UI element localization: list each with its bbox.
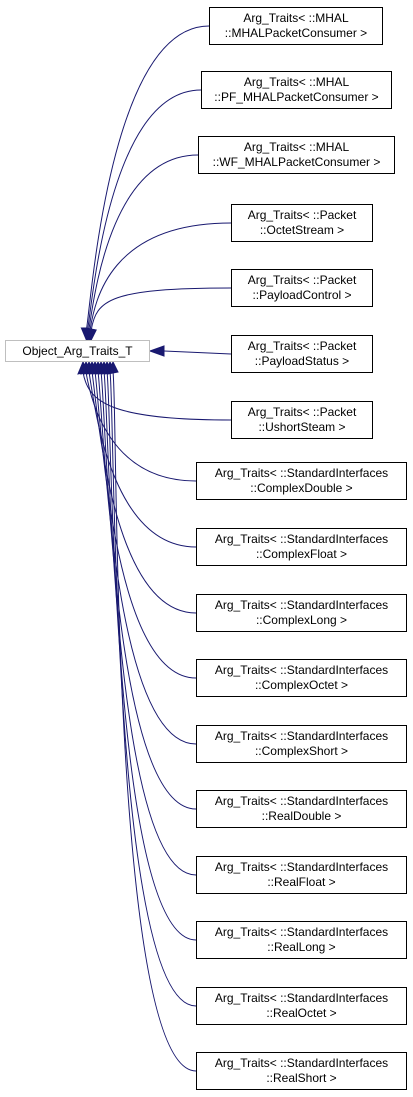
derived-class-label-line2: ::RealOctet > [266,1006,337,1020]
arrowhead [148,345,165,357]
derived-class-label-line2: ::RealDouble > [261,809,342,823]
derived-class-label-line2: ::OctetStream > [259,223,345,237]
inheritance-edges [77,25,232,1072]
derived-class-label-line2: ::MHALPacketConsumer > [224,26,368,40]
derived-class-label-line1: Arg_Traits< ::StandardInterfaces [214,860,389,874]
derived-class-label-line2: ::RealShort > [266,1071,337,1085]
derived-class-label-line2: ::PF_MHALPacketConsumer > [214,90,379,104]
derived-class-label-line2: ::ComplexLong > [255,613,348,627]
inheritance-edge [85,25,210,331]
derived-class-label-line1: Arg_Traits< ::StandardInterfaces [214,663,389,677]
inheritance-edge [90,287,232,331]
derived-class-node[interactable]: Arg_Traits< ::MHAL::MHALPacketConsumer > [209,7,383,45]
derived-class-label-line2: ::RealFloat > [267,875,336,889]
derived-class-label-line2: ::UshortSteam > [258,420,346,434]
derived-class-node[interactable]: Arg_Traits< ::StandardInterfaces::RealFl… [196,856,407,894]
derived-class-node[interactable]: Arg_Traits< ::StandardInterfaces::Comple… [196,594,407,632]
inheritance-edge [87,89,202,331]
arrowhead [107,360,119,375]
inheritance-edge [94,371,197,679]
derived-class-label-line1: Arg_Traits< ::MHAL [243,140,350,154]
derived-class-label-line1: Arg_Traits< ::StandardInterfaces [214,794,389,808]
derived-class-node[interactable]: Arg_Traits< ::Packet::PayloadControl > [231,269,373,307]
derived-class-label-line1: Arg_Traits< ::StandardInterfaces [214,729,389,743]
derived-class-node[interactable]: Arg_Traits< ::StandardInterfaces::Comple… [196,725,407,763]
derived-class-label-line2: ::ComplexFloat > [255,547,348,561]
inheritance-edge [89,222,232,331]
derived-class-label-line1: Arg_Traits< ::Packet [247,405,357,419]
derived-class-label-line2: ::PayloadStatus > [254,354,350,368]
inheritance-edge [88,371,197,548]
arrowhead [85,327,97,342]
derived-class-node[interactable]: Arg_Traits< ::StandardInterfaces::Comple… [196,528,407,566]
inheritance-edge [97,371,197,745]
derived-class-label-line2: ::WF_MHALPacketConsumer > [212,155,381,169]
derived-class-node[interactable]: Arg_Traits< ::StandardInterfaces::RealOc… [196,987,407,1025]
derived-class-label-line1: Arg_Traits< ::MHAL [243,75,350,89]
derived-class-label-line1: Arg_Traits< ::Packet [247,208,357,222]
derived-class-node[interactable]: Arg_Traits< ::Packet::UshortSteam > [231,401,373,439]
derived-class-node[interactable]: Arg_Traits< ::Packet::PayloadStatus > [231,335,373,373]
derived-class-label-line1: Arg_Traits< ::Packet [247,273,357,287]
derived-class-node[interactable]: Arg_Traits< ::MHAL::PF_MHALPacketConsume… [201,71,392,109]
inheritance-edge [163,350,232,355]
derived-class-label-line1: Arg_Traits< ::StandardInterfaces [214,598,389,612]
inheritance-edge [88,154,199,331]
inheritance-edge [112,371,197,1072]
derived-class-node[interactable]: Arg_Traits< ::MHAL::WF_MHALPacketConsume… [198,136,395,174]
derived-class-node[interactable]: Arg_Traits< ::StandardInterfaces::RealSh… [196,1052,407,1090]
derived-class-label-line1: Arg_Traits< ::Packet [247,339,357,353]
derived-class-node[interactable]: Arg_Traits< ::StandardInterfaces::RealLo… [196,921,407,959]
derived-class-label-line1: Arg_Traits< ::StandardInterfaces [214,1056,389,1070]
derived-class-label-line2: ::PayloadControl > [252,288,352,302]
root-class-node[interactable]: Object_Arg_Traits_T [5,340,150,362]
inheritance-edge [82,371,232,421]
derived-class-label-line2: ::ComplexDouble > [250,481,353,495]
derived-class-node[interactable]: Arg_Traits< ::StandardInterfaces::RealDo… [196,790,407,828]
derived-class-label-line1: Arg_Traits< ::StandardInterfaces [214,466,389,480]
derived-class-label-line1: Arg_Traits< ::StandardInterfaces [214,991,389,1005]
derived-class-node[interactable]: Arg_Traits< ::Packet::OctetStream > [231,204,373,242]
derived-class-label-line1: Arg_Traits< ::MHAL [243,11,349,25]
inheritance-edge [85,371,197,482]
derived-class-node[interactable]: Arg_Traits< ::StandardInterfaces::Comple… [196,462,407,500]
root-class-label: Object_Arg_Traits_T [22,343,133,358]
derived-class-node[interactable]: Arg_Traits< ::StandardInterfaces::Comple… [196,659,407,697]
derived-class-label-line2: ::ComplexOctet > [254,678,349,692]
derived-class-label-line1: Arg_Traits< ::StandardInterfaces [214,925,389,939]
derived-class-label-line2: ::RealLong > [267,940,336,954]
derived-class-label-line2: ::ComplexShort > [254,744,349,758]
derived-class-label-line1: Arg_Traits< ::StandardInterfaces [214,532,389,546]
